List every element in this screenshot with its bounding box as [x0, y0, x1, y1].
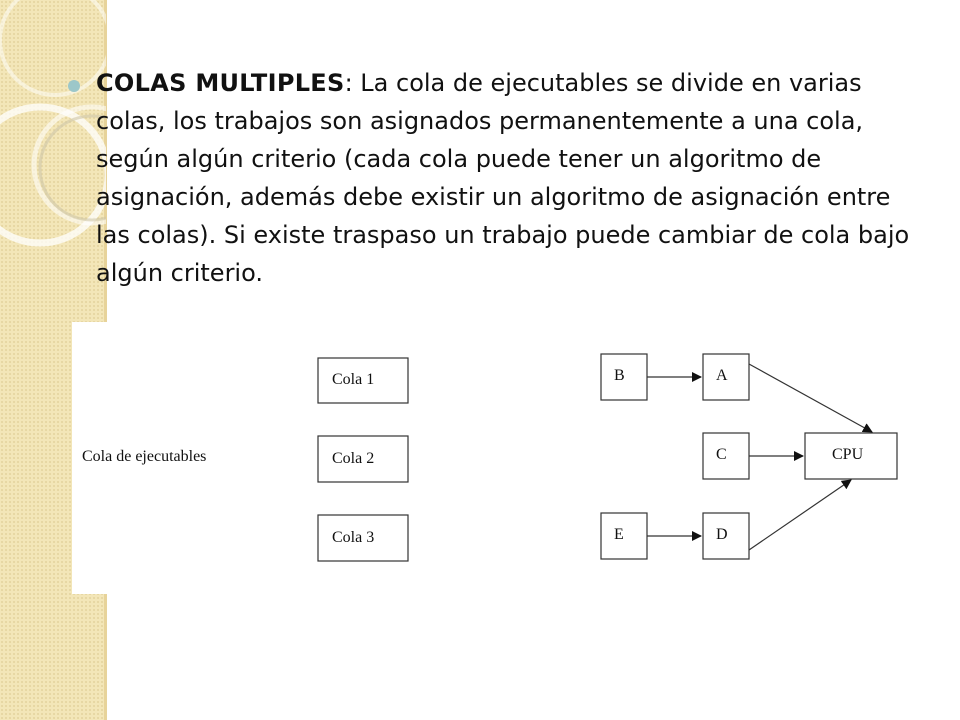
- cpu-node: CPU: [804, 432, 898, 480]
- node-label: D: [716, 526, 728, 543]
- node-label: C: [716, 446, 727, 463]
- queue-box: Cola 3: [317, 514, 409, 562]
- arrow-d-to-cpu: [748, 479, 852, 551]
- process-node-a: A: [702, 353, 750, 401]
- queue-label: Cola 2: [332, 450, 374, 467]
- multilevel-queue-diagram: Cola de ejecutables Cola 1 Cola 2 Cola 3…: [82, 353, 898, 562]
- queue-box: Cola 2: [317, 435, 409, 483]
- ready-queue-label: Cola de ejecutables: [82, 448, 206, 465]
- queue-label: Cola 1: [332, 371, 374, 388]
- arrow-a-to-cpu: [748, 363, 873, 433]
- bullet-body: : La cola de ejecutables se divide en va…: [96, 69, 910, 287]
- queue-label: Cola 3: [332, 529, 374, 546]
- decorative-swirl: [0, 0, 106, 247]
- node-label: A: [716, 367, 728, 384]
- process-node-b: B: [600, 353, 648, 401]
- diagram-panel: Cola de ejecutables Cola 1 Cola 2 Cola 3…: [72, 322, 954, 594]
- node-label: E: [614, 526, 624, 543]
- bullet-paragraph: COLAS MULTIPLES: La cola de ejecutables …: [96, 64, 916, 292]
- node-label: B: [614, 367, 625, 384]
- bullet-point: [68, 80, 80, 92]
- bullet-keyword: COLAS MULTIPLES: [96, 69, 345, 97]
- process-node-e: E: [600, 512, 648, 560]
- queue-box: Cola 1: [317, 357, 409, 404]
- cpu-label: CPU: [832, 446, 864, 463]
- process-node-d: D: [702, 512, 750, 560]
- process-node-c: C: [702, 432, 750, 480]
